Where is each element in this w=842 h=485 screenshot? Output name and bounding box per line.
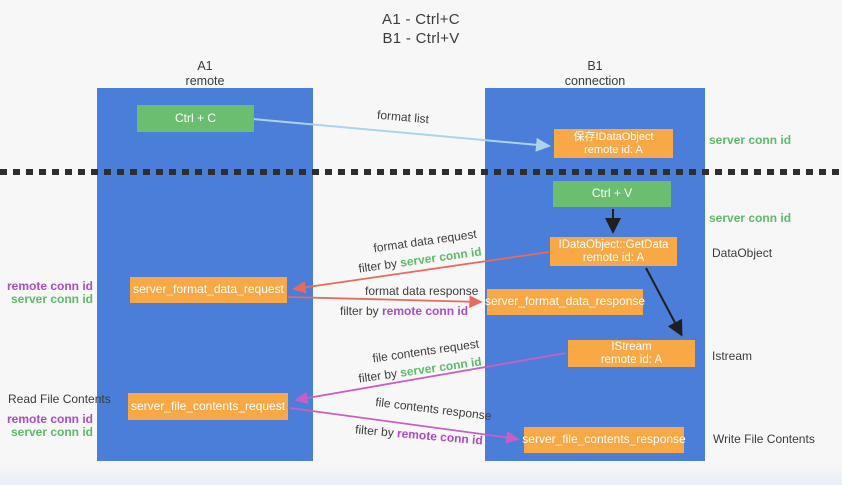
title-line-1: A1 - Ctrl+C bbox=[382, 11, 460, 28]
data-object-label: DataObject bbox=[712, 246, 773, 260]
server-conn-id-left-bottom: server conn id bbox=[10, 425, 93, 439]
ctrl-c-box: Ctrl + C bbox=[137, 105, 254, 132]
filter-by-text: filter by bbox=[357, 365, 402, 386]
server-format-data-response-box: server_format_data_response bbox=[484, 289, 646, 315]
column-header-b1: B1 connection bbox=[485, 59, 705, 89]
column-a1-role: remote bbox=[185, 74, 225, 88]
istream-line2: remote id: A bbox=[600, 353, 663, 366]
server-file-contents-response-box: server_file_contents_response bbox=[522, 427, 686, 453]
server-conn-id-left-top: server conn id bbox=[10, 292, 93, 306]
server-format-data-request-label: server_format_data_request bbox=[133, 282, 284, 297]
istream-line1: IStream bbox=[611, 340, 652, 353]
idataobject-getdata-line2: remote id: A bbox=[582, 251, 645, 264]
remote-conn-id-left-bottom: remote conn id bbox=[6, 412, 93, 426]
remote-conn-id-text: remote conn id bbox=[382, 304, 469, 318]
dashed-divider bbox=[0, 169, 842, 175]
server-conn-id-right-mid: server conn id bbox=[709, 211, 792, 225]
istream-box: IStream remote id: A bbox=[568, 340, 695, 367]
server-format-data-response-label: server_format_data_response bbox=[484, 294, 646, 309]
title-line-2: B1 - Ctrl+V bbox=[382, 30, 460, 47]
filter-by-remote-conn-id-bottom: filter by remote conn id bbox=[355, 422, 484, 447]
server-file-contents-request-label: server_file_contents_request bbox=[130, 398, 286, 413]
server-file-contents-request-box: server_file_contents_request bbox=[128, 393, 288, 420]
format-data-response-label: format data response bbox=[365, 284, 479, 298]
ctrl-v-label: Ctrl + V bbox=[591, 186, 633, 201]
column-b1-role: connection bbox=[564, 74, 626, 88]
write-file-contents-label: Write File Contents bbox=[713, 432, 815, 446]
server-format-data-request-box: server_format_data_request bbox=[130, 277, 287, 303]
idataobject-getdata-line1: IDataObject::GetData bbox=[558, 238, 669, 251]
column-b1-name: B1 bbox=[587, 59, 603, 73]
column-header-a1: A1 remote bbox=[97, 59, 313, 89]
save-idataobject-box: 保存IDataObject remote id: A bbox=[554, 129, 673, 158]
save-idataobject-line1: 保存IDataObject bbox=[573, 130, 654, 143]
server-file-contents-response-label: server_file_contents_response bbox=[522, 432, 686, 447]
server-conn-id-right-top: server conn id bbox=[709, 133, 792, 147]
idataobject-getdata-box: IDataObject::GetData remote id: A bbox=[550, 237, 677, 266]
read-file-contents-label: Read File Contents bbox=[8, 392, 111, 406]
filter-by-text: filter by bbox=[354, 422, 398, 441]
bottom-fade bbox=[0, 463, 842, 485]
remote-conn-id-left-top: remote conn id bbox=[6, 279, 93, 293]
istream-side-label: Istream bbox=[712, 349, 753, 363]
filter-by-text: filter by bbox=[340, 304, 383, 318]
ctrl-v-box: Ctrl + V bbox=[553, 181, 671, 207]
column-a1-name: A1 bbox=[197, 59, 213, 73]
filter-by-remote-conn-id-top: filter by remote conn id bbox=[340, 304, 468, 318]
diagram-title: A1 - Ctrl+C B1 - Ctrl+V bbox=[0, 10, 842, 48]
save-idataobject-line2: remote id: A bbox=[584, 143, 643, 156]
file-contents-response-label: file contents response bbox=[374, 394, 493, 424]
format-list-label: format list bbox=[376, 107, 430, 127]
filter-by-text: filter by bbox=[357, 255, 402, 276]
remote-conn-id-text: remote conn id bbox=[396, 426, 484, 448]
ctrl-c-label: Ctrl + C bbox=[174, 110, 216, 125]
